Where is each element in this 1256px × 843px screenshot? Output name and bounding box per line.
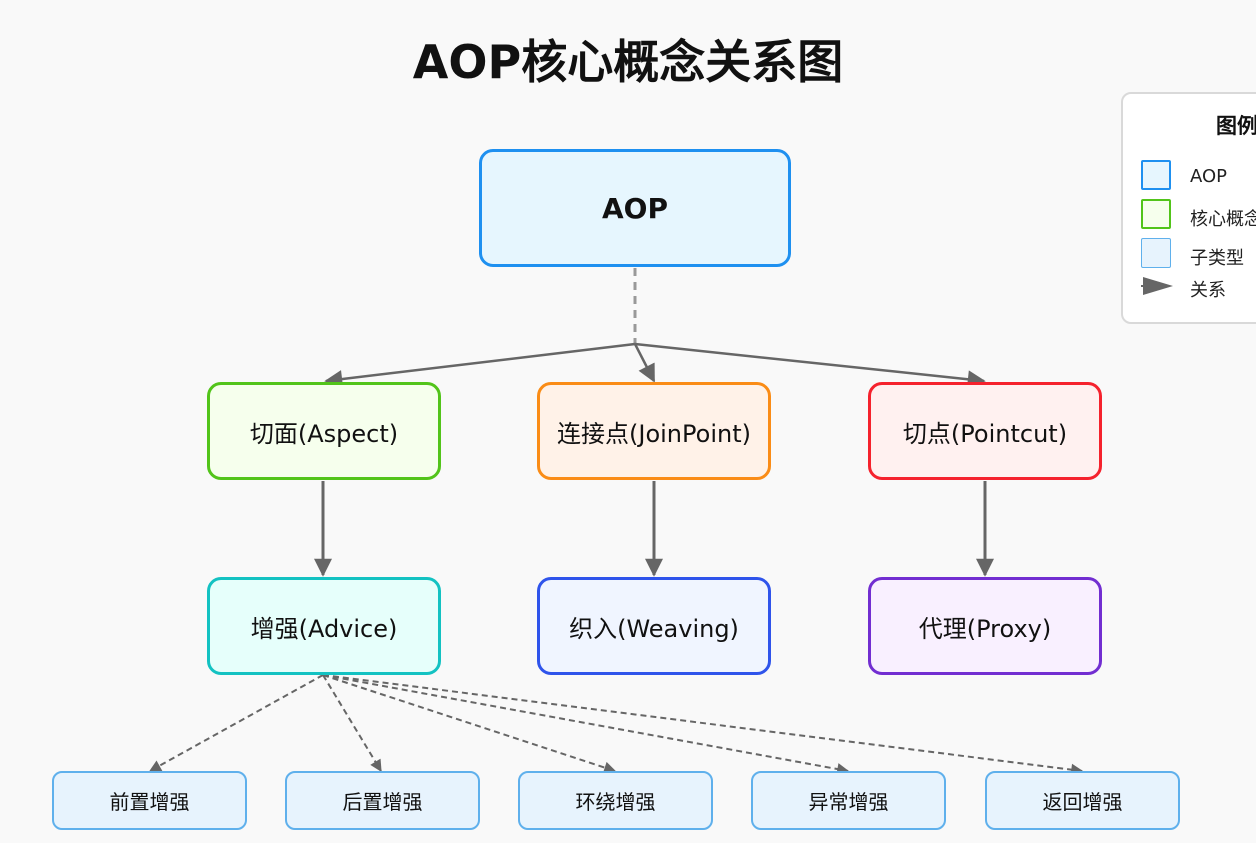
node-pointcut[interactable]: 切点(Pointcut) (868, 382, 1102, 480)
node-exception-advice-label: 异常增强 (808, 790, 889, 814)
legend-swatch-aop (1141, 160, 1171, 190)
node-joinpoint-label: 连接点(JoinPoint) (557, 419, 751, 448)
node-around-advice-label: 环绕增强 (575, 790, 656, 814)
edge-advice-to-after (322, 674, 382, 773)
node-after-advice[interactable]: 后置增强 (285, 771, 480, 830)
node-aop[interactable]: AOP (479, 149, 791, 267)
node-exception-advice[interactable]: 异常增强 (751, 771, 946, 830)
edge-advice-to-around (322, 674, 617, 774)
legend-swatch-core (1141, 199, 1171, 229)
node-weaving[interactable]: 织入(Weaving) (537, 577, 771, 675)
node-return-advice-label: 返回增强 (1042, 790, 1123, 814)
node-aop-label: AOP (602, 191, 668, 225)
node-advice[interactable]: 增强(Advice) (207, 577, 441, 675)
legend-label-subtype: 子类型 (1190, 248, 1244, 269)
node-before-advice-label: 前置增强 (109, 790, 190, 814)
page-title: AOP核心概念关系图 (412, 35, 844, 89)
node-return-advice[interactable]: 返回增强 (985, 771, 1180, 830)
legend-label-core: 核心概念 (1190, 209, 1256, 230)
node-aspect[interactable]: 切面(Aspect) (207, 382, 441, 480)
legend-swatch-subtype (1141, 238, 1171, 268)
node-advice-label: 增强(Advice) (250, 614, 398, 643)
legend: 图例 AOP 核心概念 子类型 关系 (1121, 92, 1256, 324)
edge-advice-to-exception (322, 674, 850, 775)
node-pointcut-label: 切点(Pointcut) (902, 419, 1068, 448)
node-weaving-label: 织入(Weaving) (569, 614, 739, 643)
edge-hub-to-aspect (324, 342, 636, 389)
legend-title: 图例 (1216, 114, 1256, 138)
edge-advice-to-before (148, 674, 324, 772)
node-before-advice[interactable]: 前置增强 (52, 771, 247, 830)
node-after-advice-label: 后置增强 (342, 790, 423, 814)
edge-advice-to-return (322, 674, 1084, 776)
edge-hub-to-pointcut (634, 342, 986, 389)
node-around-advice[interactable]: 环绕增强 (518, 771, 713, 830)
edge-hub-to-joinpoint (633, 343, 656, 383)
node-aspect-label: 切面(Aspect) (249, 419, 399, 448)
legend-label-aop: AOP (1190, 166, 1228, 187)
legend-label-relation: 关系 (1190, 280, 1226, 301)
node-proxy-label: 代理(Proxy) (918, 614, 1052, 643)
node-joinpoint[interactable]: 连接点(JoinPoint) (537, 382, 771, 480)
legend-arrow-icon (1141, 277, 1173, 295)
node-proxy[interactable]: 代理(Proxy) (868, 577, 1102, 675)
